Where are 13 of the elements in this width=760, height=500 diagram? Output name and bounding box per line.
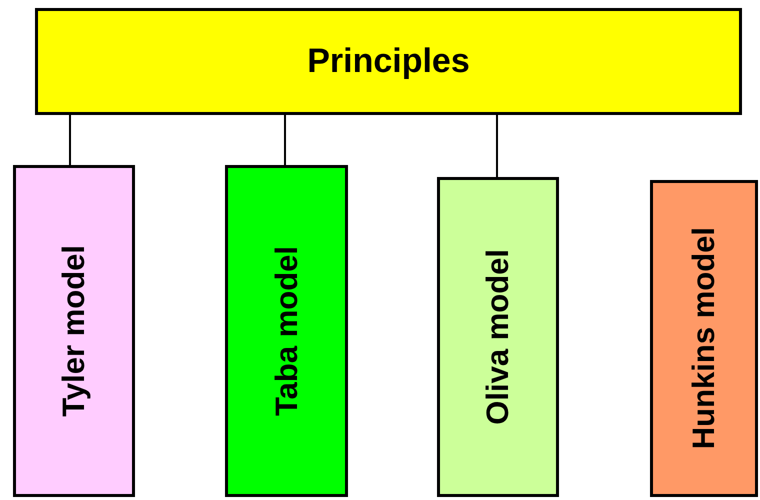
model-label: Oliva model [480,249,516,425]
connector-line [284,115,286,165]
model-box [650,180,758,497]
heading-box [35,8,742,115]
connector-line [69,115,71,165]
connector-line [496,115,498,177]
model-label: Tyler model [56,245,92,417]
heading-label: Principles [307,42,470,81]
model-box [13,165,135,497]
model-box [437,177,559,497]
model-label: Taba model [268,246,304,416]
model-box [225,165,348,497]
model-label: Hunkins model [686,227,722,450]
